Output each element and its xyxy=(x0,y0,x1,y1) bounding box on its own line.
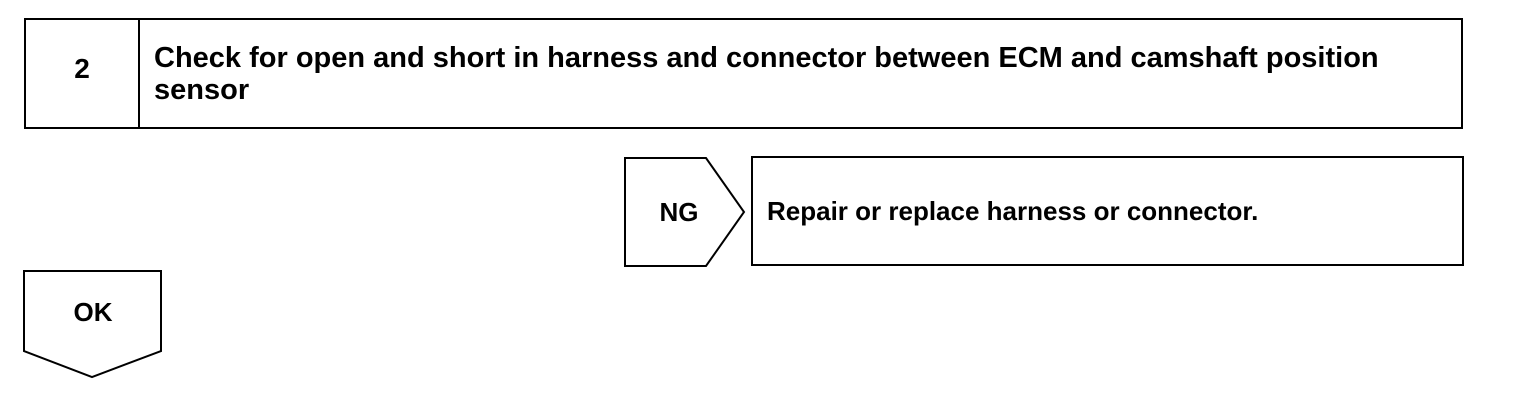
step-number: 2 xyxy=(26,20,140,127)
ng-arrow-shape xyxy=(624,157,746,267)
ng-label: NG xyxy=(659,196,699,227)
ok-label: OK xyxy=(73,296,113,327)
ng-action-box: Repair or replace harness or connector. xyxy=(751,156,1464,266)
ng-action-text: Repair or replace harness or connector. xyxy=(767,195,1259,226)
step-title: Check for open and short in harness and … xyxy=(154,42,1379,106)
step-box: 2 Check for open and short in harness an… xyxy=(24,18,1463,129)
ok-arrow-shape xyxy=(23,270,162,379)
